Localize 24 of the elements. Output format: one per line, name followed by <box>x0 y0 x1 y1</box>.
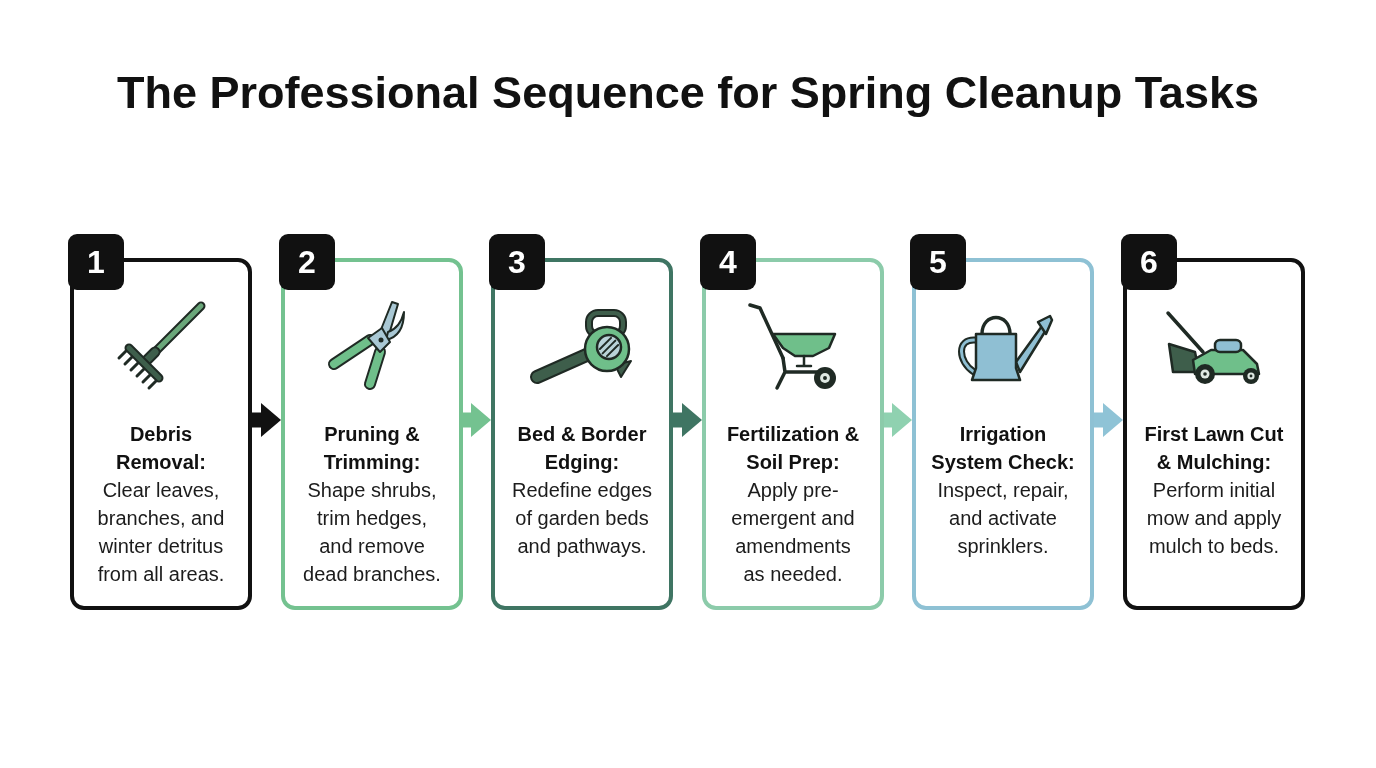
step-description: Shape shrubs, trim hedges, and remove dead branches. <box>302 478 442 587</box>
step-description: Perform initial mow and apply mulch to beds. <box>1145 478 1283 559</box>
step-title: Irrigation System Check: <box>930 422 1076 475</box>
step-title: Pruning & Trimming: <box>322 422 422 475</box>
step-number-badge: 2 <box>279 234 335 290</box>
step-title: First Lawn Cut & Mulching: <box>1143 422 1285 475</box>
step-title: Bed & Border Edging: <box>516 422 648 475</box>
step-number-badge: 1 <box>68 234 124 290</box>
step-number-badge: 5 <box>910 234 966 290</box>
step-number-badge: 4 <box>700 234 756 290</box>
step-title: Debris Removal: <box>115 422 207 475</box>
arrow <box>463 403 491 437</box>
title: The Professional Sequence for Spring Cleanup Tasks <box>117 66 1259 120</box>
step-description: Inspect, repair, and activate sprinklers. <box>936 478 1070 559</box>
arrow <box>252 403 281 437</box>
step-description: Apply pre-emergent and amendments as needed. <box>730 478 856 587</box>
arrow <box>673 403 702 437</box>
step-description: Clear leaves, branches, and winter detritus from all areas. <box>96 478 226 587</box>
step-number-badge: 3 <box>489 234 545 290</box>
arrow <box>884 403 912 437</box>
arrow <box>1094 403 1123 437</box>
step-description: Redefine edges of garden beds and pathways. <box>510 478 654 559</box>
step-title: Fertilization & Soil Prep: <box>725 422 861 475</box>
step-number-badge: 6 <box>1121 234 1177 290</box>
